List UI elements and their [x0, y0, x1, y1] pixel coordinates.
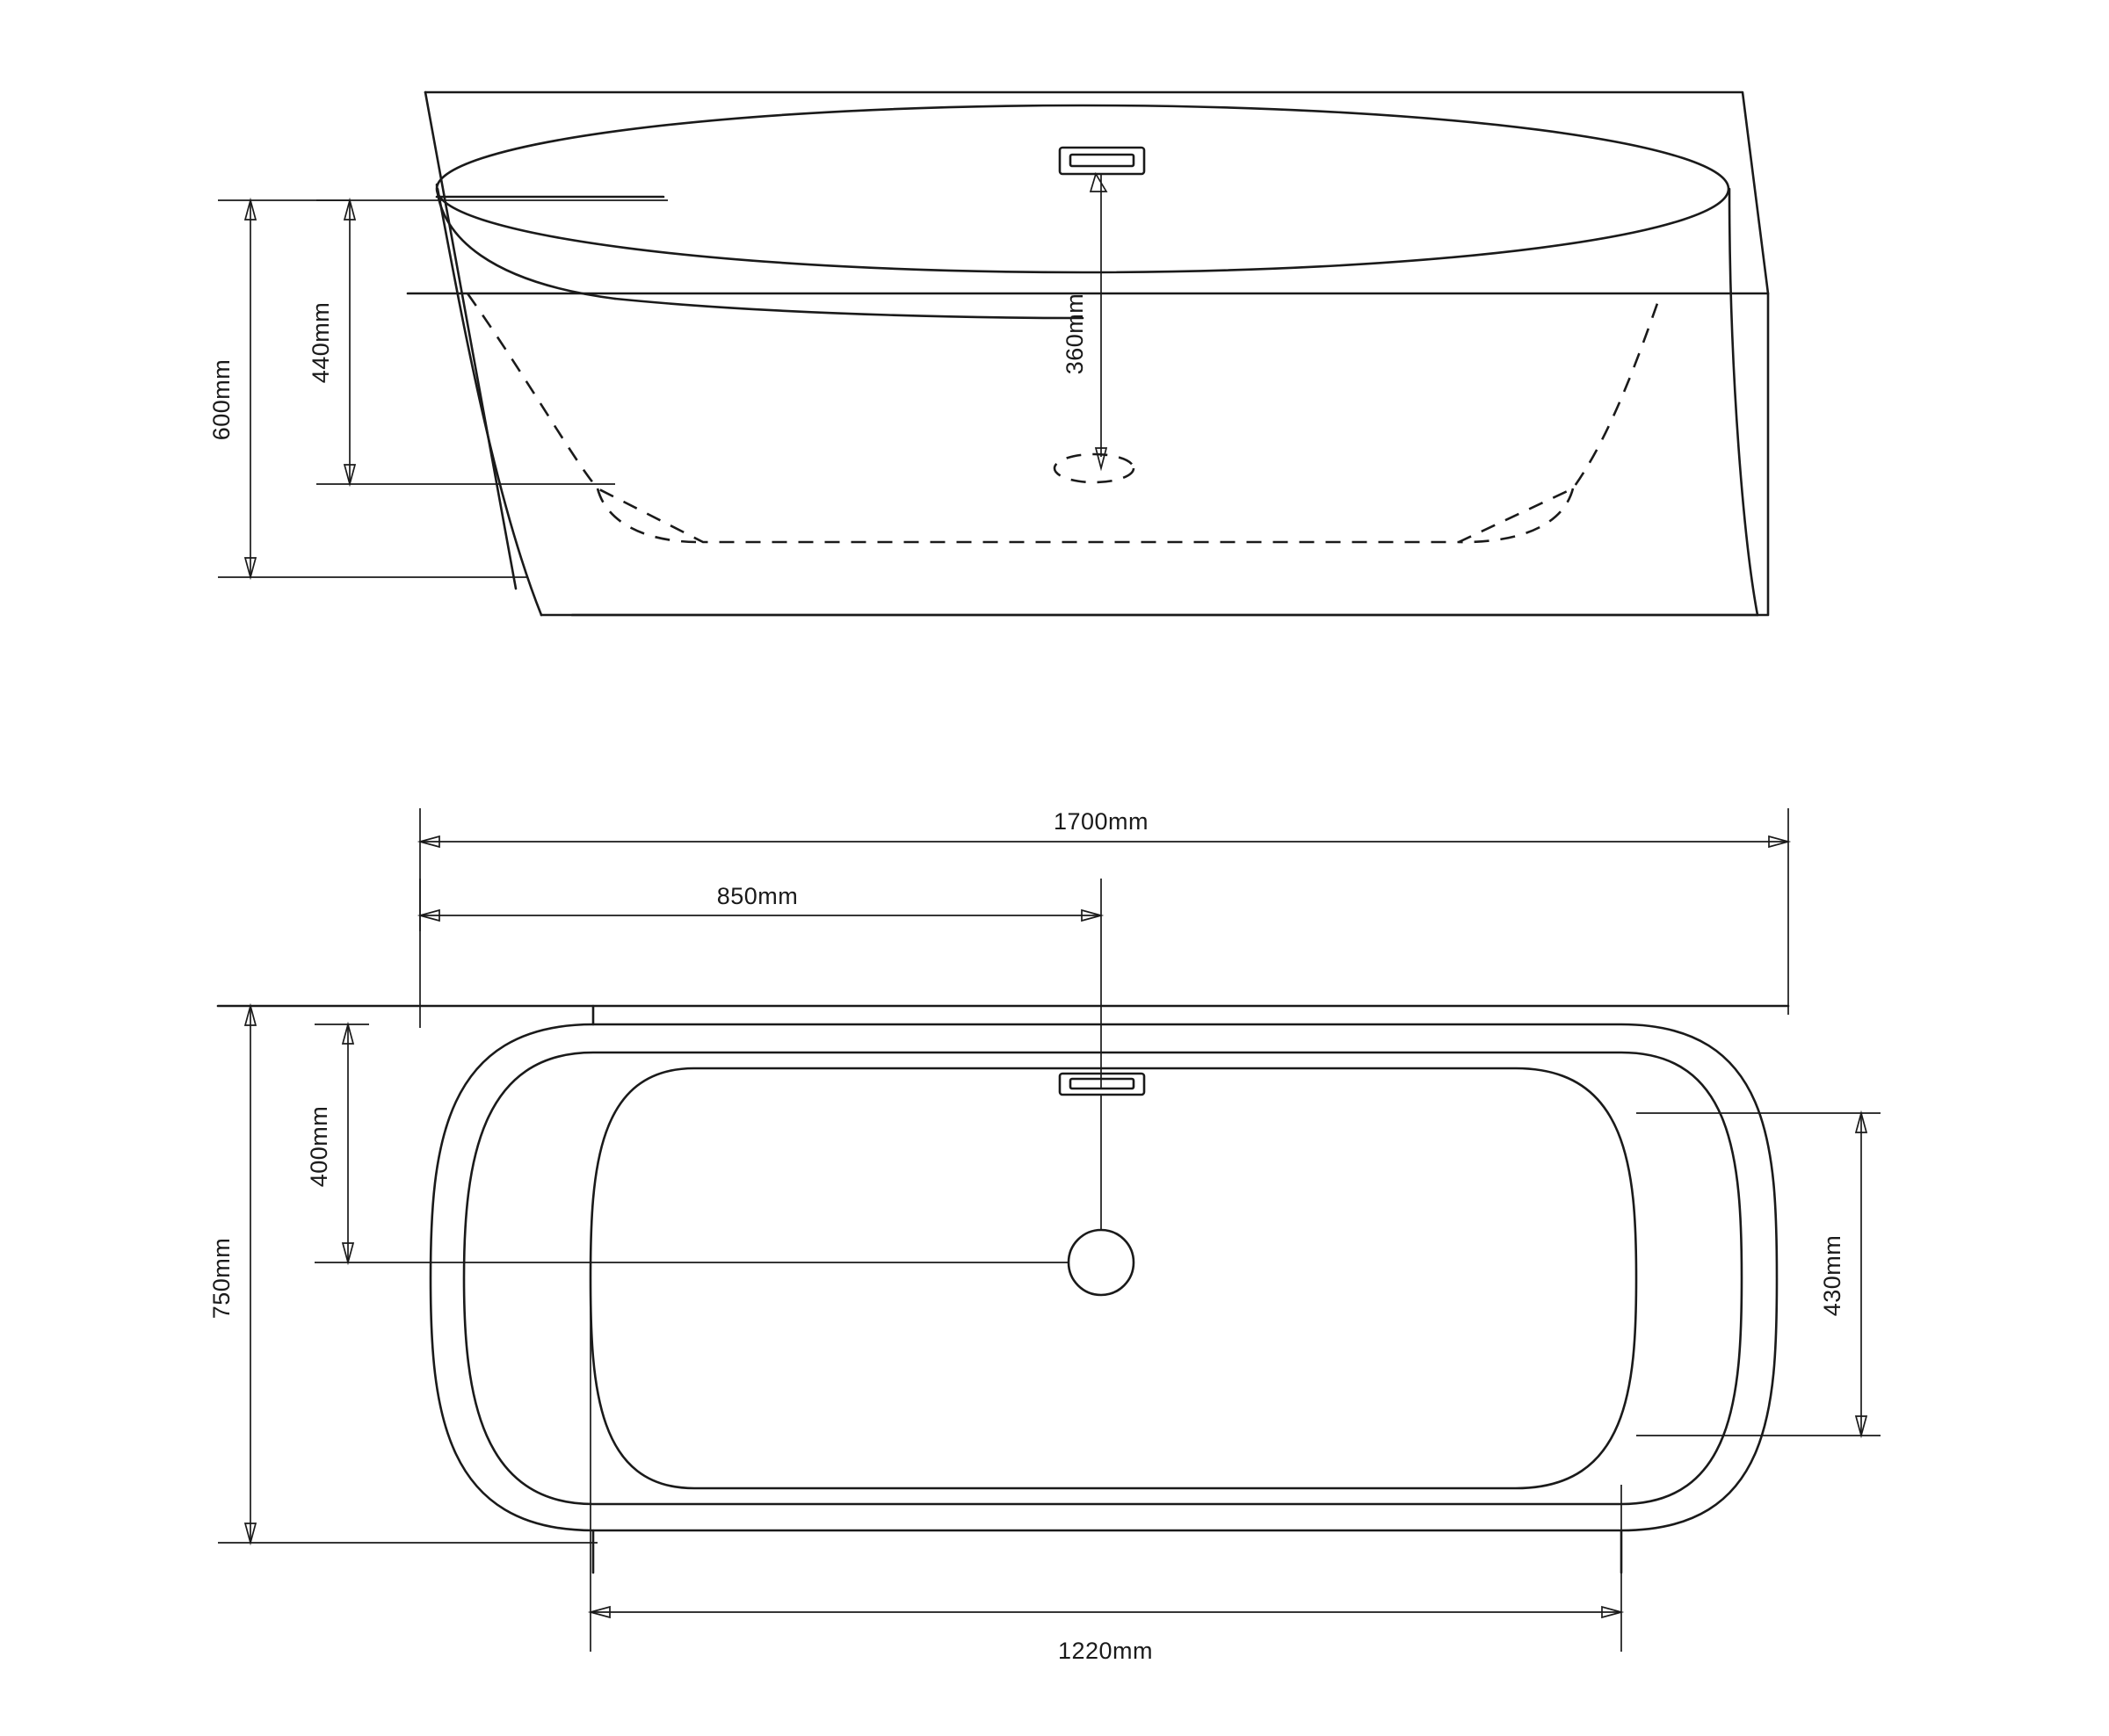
- plan-view: 1700mm 850mm 1220mm: [208, 808, 1881, 1664]
- dimension-label-440mm: 440mm: [308, 302, 334, 384]
- rim-ellipse-inner-offset: [435, 183, 617, 300]
- plan-inner-basin: [589, 1067, 1638, 1490]
- dimension-label-360mm: 360mm: [1062, 293, 1088, 375]
- rear-panel-outline: [424, 90, 1770, 617]
- dimension-400mm: 400mm: [306, 1021, 1069, 1266]
- waste-outlet-hidden-ellipse: [1053, 452, 1135, 484]
- dimension-430mm: 430mm: [1636, 1110, 1881, 1439]
- inner-basin-hidden-outline: [466, 293, 1663, 544]
- rim-ellipse-outer: [435, 104, 1730, 274]
- dimension-label-430mm: 430mm: [1819, 1235, 1845, 1317]
- overflow-slot: [1058, 146, 1146, 176]
- rim-inner-front-curve: [613, 297, 1084, 320]
- dimension-1220mm: 1220mm: [587, 1265, 1625, 1664]
- dimension-label-1700mm: 1700mm: [1054, 808, 1149, 835]
- dimension-750mm: 750mm: [208, 1002, 598, 1546]
- dimension-label-400mm: 400mm: [306, 1106, 332, 1188]
- front-elevation-view: 360mm 440mm 600mm: [208, 90, 1770, 617]
- plan-outer-shell-offset: [462, 1051, 1743, 1506]
- dimension-label-600mm: 600mm: [208, 359, 235, 441]
- dimension-360mm: 360mm: [1062, 171, 1108, 472]
- dimension-label-1220mm: 1220mm: [1058, 1638, 1153, 1664]
- inner-basin-bottom-right-corner: [1458, 488, 1575, 544]
- inner-basin-bottom-left-corner: [596, 488, 704, 544]
- plan-outer-rim: [429, 1023, 1779, 1532]
- tub-body-left-side: [436, 187, 543, 617]
- dimension-440mm: 440mm: [308, 197, 668, 488]
- waste-outlet-plan-circle: [1067, 1228, 1135, 1297]
- rear-panel-left-edge: [424, 90, 518, 590]
- tub-body-right-side: [1728, 187, 1759, 617]
- dimension-label-850mm: 850mm: [717, 883, 799, 909]
- dimension-1700mm: 1700mm: [417, 808, 1792, 1028]
- overflow-slot-plan: [1058, 1072, 1146, 1096]
- dimension-label-750mm: 750mm: [208, 1238, 235, 1320]
- dimension-850mm: 850mm: [417, 879, 1105, 1089]
- dimension-600mm: 600mm: [208, 197, 527, 581]
